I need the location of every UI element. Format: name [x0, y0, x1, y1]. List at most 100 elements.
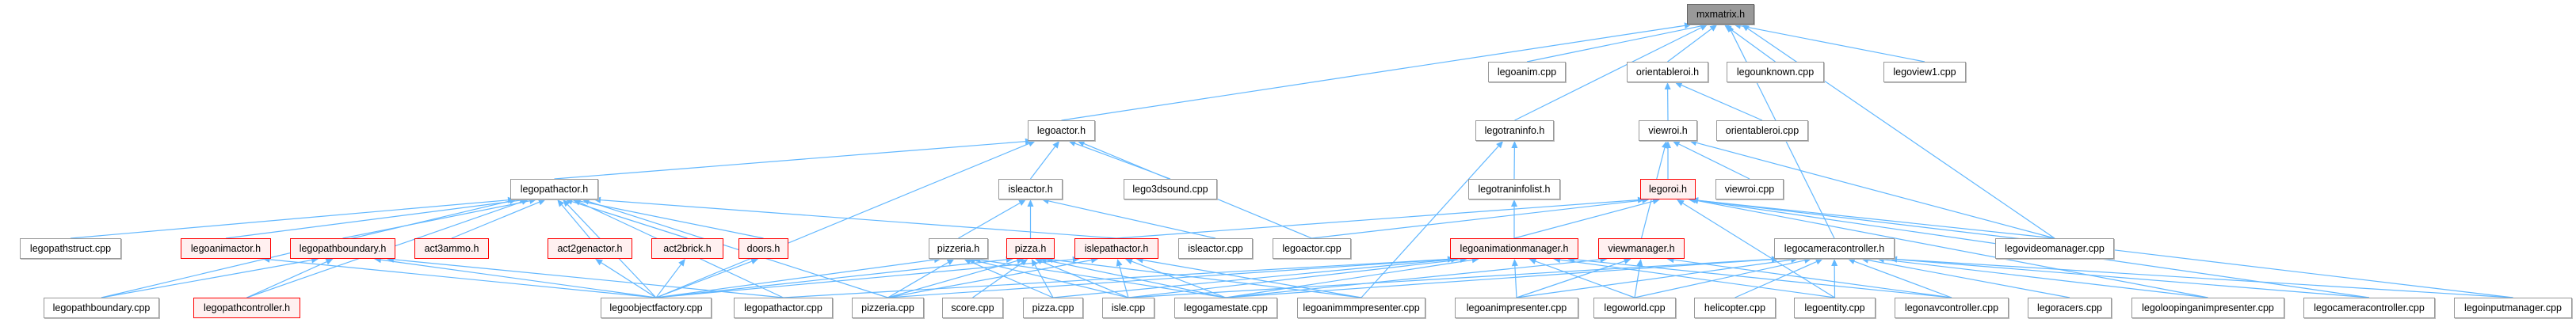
- node-label: legounknown.cpp: [1736, 66, 1815, 78]
- node-helicopter-cpp[interactable]: helicopter.cpp: [1694, 298, 1776, 318]
- node-legoanimactor-h[interactable]: legoanimactor.h: [181, 238, 271, 259]
- node-label: mxmatrix.h: [1696, 9, 1746, 20]
- node-legounknown-cpp[interactable]: legounknown.cpp: [1727, 62, 1824, 82]
- edge-act3ammo_h-to-legopathactor_h: [451, 201, 540, 239]
- edge-pizza_cpp-to-legoanimationmanager_h: [1052, 259, 1452, 298]
- edge-doors_h-to-legopathactor_h: [578, 200, 764, 239]
- node-legocameracontroller-h[interactable]: legocameracontroller.h: [1774, 238, 1895, 259]
- arrowhead-icon: [1052, 141, 1060, 149]
- node-pizzeria-h[interactable]: pizzeria.h: [929, 238, 988, 259]
- node-act3ammo-h[interactable]: act3ammo.h: [414, 238, 489, 259]
- arrowhead-icon: [1689, 139, 1697, 146]
- node-legoanimationmanager-h[interactable]: legoanimationmanager.h: [1450, 238, 1578, 259]
- node-isleactor-h[interactable]: isleactor.h: [998, 179, 1063, 199]
- node-islepathactor-h[interactable]: islepathactor.h: [1074, 238, 1158, 259]
- node-legoworld-cpp[interactable]: legoworld.cpp: [1593, 298, 1676, 318]
- edge-isleactor_cpp-to-isleactor_h: [1048, 200, 1216, 239]
- node-pizza-cpp[interactable]: pizza.cpp: [1023, 298, 1083, 318]
- edge-legogamestate_cpp-to-viewmanager_h: [1225, 259, 1601, 298]
- node-act2brick-h[interactable]: act2brick.h: [651, 238, 723, 259]
- arrowhead-icon: [1018, 199, 1026, 206]
- edge-legoworld_cpp-to-legocameracontroller_h: [1634, 260, 1805, 298]
- edge-legocameracontroller_cpp-to-legocameracontroller_h: [1896, 259, 2370, 298]
- edge-islepathactor_h-to-legoroi_h: [1116, 199, 1639, 239]
- node-label: legoactor.cpp: [1282, 243, 1341, 254]
- node-label: doors.h: [746, 243, 780, 254]
- node-legoloopinganimpresenter-cpp[interactable]: legoloopinganimpresenter.cpp: [2131, 298, 2284, 318]
- node-legogamestate-cpp[interactable]: legogamestate.cpp: [1174, 298, 1277, 318]
- arrowhead-icon: [1016, 257, 1025, 264]
- edge-legonavcontroller_cpp-to-viewmanager_h: [1673, 259, 1952, 298]
- node-isle-cpp[interactable]: isle.cpp: [1102, 298, 1154, 318]
- node-legonavcontroller-cpp[interactable]: legonavcontroller.cpp: [1895, 298, 2009, 318]
- edge-orientableroi_h-to-mxmatrix_h: [1667, 28, 1712, 63]
- node-legoanimmmpresenter-cpp[interactable]: legoanimmmpresenter.cpp: [1297, 298, 1425, 318]
- edge-legonavcontroller_cpp-to-legocameracontroller_h: [1854, 260, 1952, 298]
- node-orientableroi-cpp[interactable]: orientableroi.cpp: [1716, 120, 1808, 141]
- arrowhead-icon: [1847, 258, 1856, 264]
- node-legopathboundary-cpp[interactable]: legopathboundary.cpp: [44, 298, 159, 318]
- node-label: act3ammo.h: [424, 243, 479, 254]
- arrowhead-icon: [521, 199, 529, 205]
- node-legotraninfolist-h[interactable]: legotraninfolist.h: [1468, 179, 1560, 199]
- arrowhead-icon: [1636, 259, 1643, 267]
- node-legovideomanager-cpp[interactable]: legovideomanager.cpp: [1995, 238, 2114, 259]
- edge-legovideomanager_cpp-to-viewroi_h: [1696, 142, 2055, 239]
- node-label: helicopter.cpp: [1704, 302, 1766, 313]
- node-legoobjectfactory-cpp[interactable]: legoobjectfactory.cpp: [601, 298, 712, 318]
- node-viewroi-h[interactable]: viewroi.h: [1639, 120, 1697, 141]
- node-label: isleactor.h: [1008, 184, 1053, 195]
- edge-islepathactor_h-to-legopathactor_h: [600, 199, 1117, 239]
- node-pizza-h[interactable]: pizza.h: [1006, 238, 1055, 259]
- node-orientableroi-h[interactable]: orientableroi.h: [1627, 62, 1708, 82]
- edge-legoanimationmanager_h-to-legoroi_h: [1513, 200, 1654, 239]
- edge-act2genactor_h-to-legopathactor_h: [561, 204, 590, 239]
- node-legopathactor-cpp[interactable]: legopathactor.cpp: [734, 298, 833, 318]
- node-doors-h[interactable]: doors.h: [738, 238, 788, 259]
- node-legoinputmanager-cpp[interactable]: legoinputmanager.cpp: [2454, 298, 2572, 318]
- node-pizzeria-cpp[interactable]: pizzeria.cpp: [852, 298, 924, 318]
- node-legoactor-h[interactable]: legoactor.h: [1028, 120, 1095, 141]
- arrowhead-icon: [582, 198, 590, 205]
- arrowhead-icon: [1709, 25, 1718, 32]
- edge-legopathcontroller_h-to-legopathboundary_h: [246, 261, 327, 298]
- node-mxmatrix-h[interactable]: mxmatrix.h: [1687, 4, 1754, 25]
- node-lego3dsound-cpp[interactable]: lego3dsound.cpp: [1124, 179, 1217, 199]
- arrowhead-icon: [1700, 25, 1708, 31]
- node-legoroi-h[interactable]: legoroi.h: [1640, 179, 1696, 199]
- node-label: legopathstruct.cpp: [29, 243, 112, 254]
- arrowhead-icon: [1511, 141, 1518, 149]
- node-legoanim-cpp[interactable]: legoanim.cpp: [1488, 62, 1566, 82]
- node-legoactor-cpp[interactable]: legoactor.cpp: [1273, 238, 1351, 259]
- node-label: legoobjectfactory.cpp: [609, 302, 703, 313]
- edge-legogamestate_cpp-to-legocameracontroller_h: [1225, 259, 1773, 298]
- node-legoentity-cpp[interactable]: legoentity.cpp: [1794, 298, 1876, 318]
- arrowhead-icon: [1027, 199, 1034, 207]
- node-legoracers-cpp[interactable]: legoracers.cpp: [2028, 298, 2112, 318]
- node-label: legopathcontroller.h: [203, 302, 291, 313]
- node-legopathboundary-h[interactable]: legopathboundary.h: [290, 238, 395, 259]
- node-legocameracontroller-cpp[interactable]: legocameracontroller.cpp: [2303, 298, 2435, 318]
- node-act2genactor-h[interactable]: act2genactor.h: [548, 238, 632, 259]
- node-legotraninfo-h[interactable]: legotraninfo.h: [1475, 120, 1554, 141]
- arrowhead-icon: [1831, 259, 1838, 267]
- node-label: legoactor.h: [1036, 125, 1086, 136]
- arrowhead-icon: [1652, 198, 1660, 205]
- node-legopathcontroller-h[interactable]: legopathcontroller.h: [193, 298, 300, 318]
- edge-legopathstruct_cpp-to-legopathactor_h: [70, 199, 509, 239]
- arrowhead-icon: [678, 259, 685, 267]
- edge-viewroi_cpp-to-viewroi_h: [1678, 143, 1750, 180]
- node-label: legovideomanager.cpp: [2005, 243, 2105, 254]
- node-label: legoworld.cpp: [1604, 302, 1666, 313]
- node-legopathactor-h[interactable]: legopathactor.h: [510, 179, 598, 199]
- node-isleactor-cpp[interactable]: isleactor.cpp: [1178, 238, 1253, 259]
- arrowhead-icon: [1116, 259, 1123, 267]
- node-legoanimpresenter-cpp[interactable]: legoanimpresenter.cpp: [1455, 298, 1578, 318]
- node-viewroi-cpp[interactable]: viewroi.cpp: [1715, 179, 1784, 199]
- node-legoview1-cpp[interactable]: legoview1.cpp: [1883, 62, 1966, 82]
- node-legopathstruct-cpp[interactable]: legopathstruct.cpp: [20, 238, 121, 259]
- node-viewmanager-h[interactable]: viewmanager.h: [1598, 238, 1685, 259]
- node-score-cpp[interactable]: score.cpp: [942, 298, 1003, 318]
- node-label: isleactor.cpp: [1188, 243, 1243, 254]
- arrowhead-icon: [1662, 141, 1668, 149]
